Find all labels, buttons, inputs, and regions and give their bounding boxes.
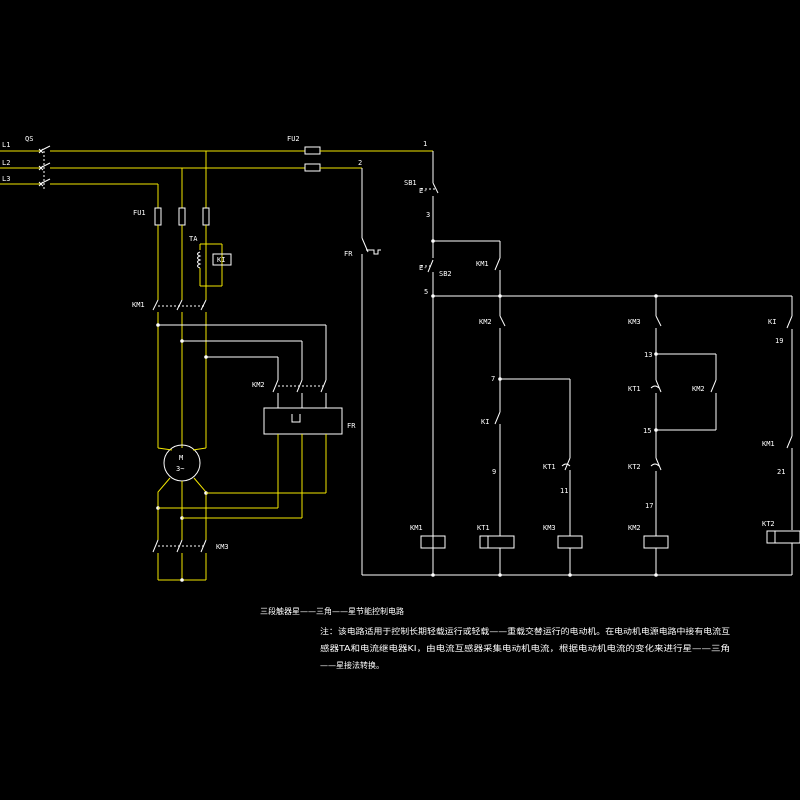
label-sb1: SB1 xyxy=(404,179,417,187)
node-11: 11 xyxy=(560,487,568,495)
kt2-coil xyxy=(766,530,800,544)
label-km1-c3: KM1 xyxy=(762,440,775,448)
sb1-stop-button[interactable] xyxy=(421,182,439,194)
km1-aux-contact xyxy=(786,435,793,449)
fu1-fuse-2 xyxy=(178,207,186,226)
fu2-fuse-2 xyxy=(304,163,321,172)
ki-relay-coil xyxy=(212,253,232,266)
fr-thermal-relay xyxy=(263,407,343,435)
note-line-2: 感器TA和电流继电器KI，由电流互感器采集电动机电流，根据电动机电流的变化来进行… xyxy=(320,643,730,653)
label-km2-nc: KM2 xyxy=(479,318,492,326)
label-fu2: FU2 xyxy=(287,135,300,143)
sb2-start-button[interactable] xyxy=(421,259,434,273)
label-coil-km2: KM2 xyxy=(628,524,641,532)
label-coil-kt1: KT1 xyxy=(477,524,490,532)
label-fu1: FU1 xyxy=(133,209,146,217)
motor: M 3~ xyxy=(163,444,201,482)
note-line-3: ——星接法转换。 xyxy=(320,660,384,670)
kt1-delay-contact xyxy=(561,457,571,471)
km3-star-contacts xyxy=(152,539,207,553)
label-kt2-c: KT2 xyxy=(628,463,641,471)
label-coil-kt2: KT2 xyxy=(762,520,775,528)
label-sb2: SB2 xyxy=(439,270,452,278)
km2-coil xyxy=(643,535,669,549)
node-2: 2 xyxy=(358,159,362,167)
label-km1-hold: KM1 xyxy=(476,260,489,268)
node-21: 21 xyxy=(777,468,785,476)
motor-label: M xyxy=(179,454,183,462)
label-km3-c: KM3 xyxy=(628,318,641,326)
km3-contact xyxy=(655,315,662,327)
node-7: 7 xyxy=(491,375,495,383)
node-15: 15 xyxy=(643,427,651,435)
diagram-title: 三段触器星——三角——星节能控制电路 xyxy=(260,606,404,616)
label-l2: L2 xyxy=(2,159,10,167)
ki-contact xyxy=(494,411,501,425)
node-5: 5 xyxy=(424,288,428,296)
km2-main-contacts xyxy=(272,379,327,393)
label-km3-main: KM3 xyxy=(216,543,229,551)
kt2-delay-contact xyxy=(650,457,662,471)
node-13: 13 xyxy=(644,351,652,359)
power-circuit: M 3~ xyxy=(0,145,433,582)
label-ki: KI xyxy=(217,256,225,264)
fu1-fuse-3 xyxy=(202,207,210,226)
motor-phase-label: 3~ xyxy=(176,465,184,473)
km2-aux-contact xyxy=(710,379,717,393)
km2-nc-contact xyxy=(499,315,506,327)
node-1: 1 xyxy=(423,140,427,148)
kt1-nc-delay-contact xyxy=(650,379,662,393)
label-km2-main: KM2 xyxy=(252,381,265,389)
note-line-1: 注：该电路适用于控制长期轻载运行或轻载——重载交替运行的电动机。在电动机电源电路… xyxy=(320,626,730,636)
fr-control-contact xyxy=(361,237,381,255)
label-e2: E- xyxy=(419,264,427,272)
label-l1: L1 xyxy=(2,141,10,149)
label-fr-main: FR xyxy=(347,422,356,430)
km1-main-contacts xyxy=(152,299,207,311)
label-qs: QS xyxy=(25,135,33,143)
fu1-fuse-1 xyxy=(154,207,162,226)
ki-nc-contact xyxy=(786,315,793,329)
label-kt1-c: KT1 xyxy=(543,463,556,471)
node-3: 3 xyxy=(426,211,430,219)
km3-coil xyxy=(557,535,583,549)
ta-current-transformer xyxy=(197,243,232,287)
label-e1: E- xyxy=(419,187,427,195)
label-l3: L3 xyxy=(2,175,10,183)
label-ki-nc: KI xyxy=(768,318,776,326)
label-coil-km1: KM1 xyxy=(410,524,423,532)
kt1-coil xyxy=(479,535,515,549)
label-coil-km3: KM3 xyxy=(543,524,556,532)
node-19: 19 xyxy=(775,337,783,345)
label-ki-c: KI xyxy=(481,418,489,426)
node-9: 9 xyxy=(492,468,496,476)
label-fr-ctrl: FR xyxy=(344,250,353,258)
km1-hold-contact xyxy=(494,257,501,271)
label-kt1-nc: KT1 xyxy=(628,385,641,393)
label-ta: TA xyxy=(189,235,198,243)
label-km1-main: KM1 xyxy=(132,301,145,309)
label-km2-c2: KM2 xyxy=(692,385,705,393)
fu2-fuse-1 xyxy=(304,146,321,155)
node-17: 17 xyxy=(645,502,653,510)
control-circuit xyxy=(361,151,800,577)
